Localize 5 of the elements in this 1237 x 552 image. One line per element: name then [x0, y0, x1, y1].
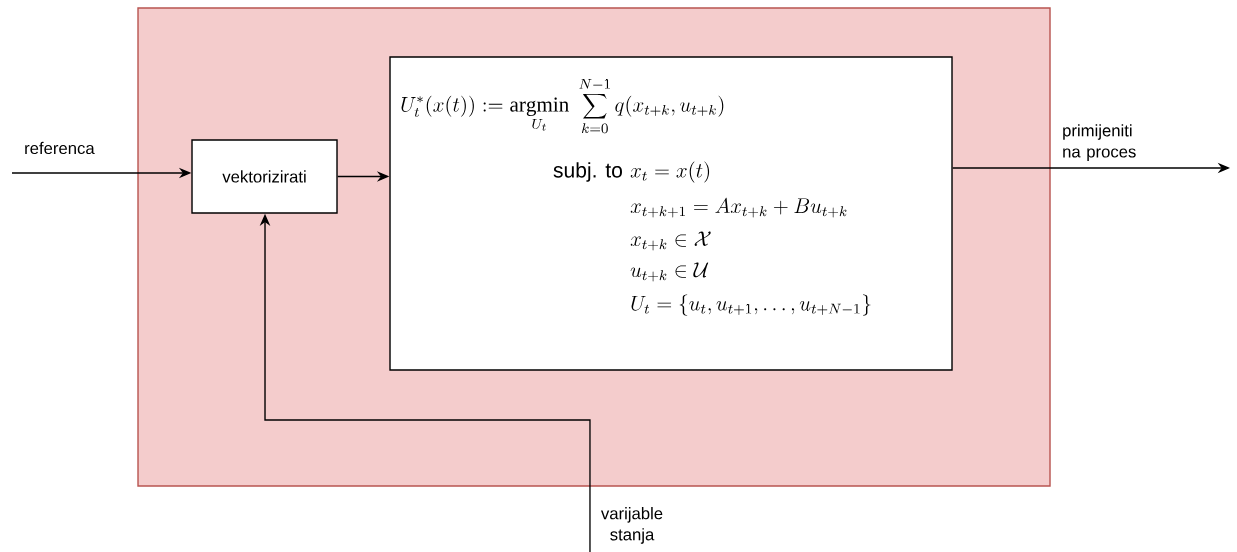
formula-box: $U_t^*(x(t)) := \mathop{\mathrm{argmin}}\limits_{U_t} \; \sum_{k=0}^{N-1} q(x_{t+k},u_{t+k})$ subj. to $x_t = x(t)$ $x_{t+k+1} = Ax_{t+k} + Bu_{t+k}$ $x_{t+k} \in \mathcal{X}$ $u_{t+k} \in \mathcal{U}$ $U_t = \{u_t, u_{t+1}, \ldots, u_{t+N-1}\}$ [389, 56, 953, 371]
edge-label: referenca [25, 141, 95, 155]
process-box: vektorizirati [191, 139, 338, 214]
edge-label: varijable stanja [601, 507, 663, 544]
edge-label: primijeniti na proces [1063, 124, 1136, 161]
